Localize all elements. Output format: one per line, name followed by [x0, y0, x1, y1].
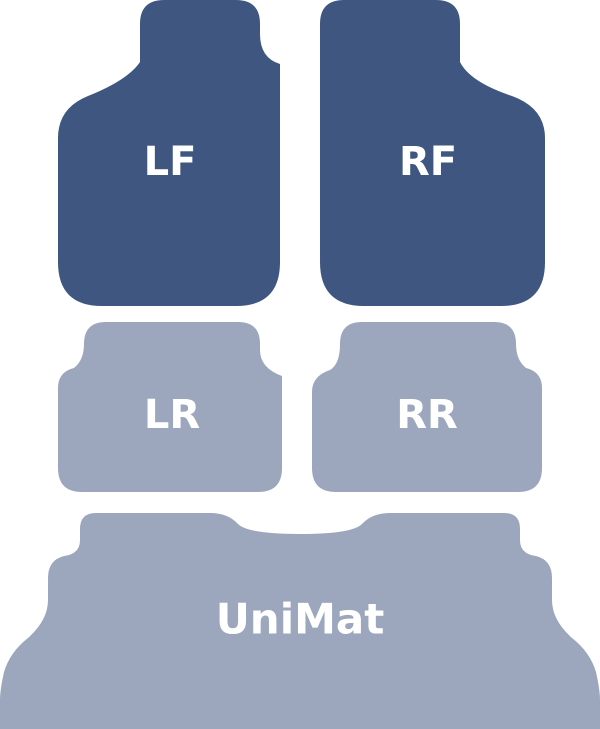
mat-right-rear-shape — [312, 322, 542, 492]
mat-left-front[interactable]: LF — [58, 0, 280, 306]
mat-left-rear-label: LR — [144, 392, 200, 438]
mat-unimat-label: UniMat — [216, 595, 385, 644]
mat-left-front-shape — [58, 0, 280, 306]
mat-unimat-shape — [0, 513, 600, 729]
mat-right-front[interactable]: RF — [320, 0, 545, 306]
mat-left-rear-shape — [58, 322, 282, 492]
mat-right-front-shape — [320, 0, 545, 306]
mat-unimat[interactable]: UniMat — [0, 513, 600, 729]
mat-left-rear[interactable]: LR — [58, 322, 282, 492]
mat-right-rear-label: RR — [396, 392, 458, 438]
mat-right-rear[interactable]: RR — [312, 322, 542, 492]
mat-right-front-label: RF — [399, 139, 457, 185]
mat-left-front-label: LF — [144, 139, 197, 185]
